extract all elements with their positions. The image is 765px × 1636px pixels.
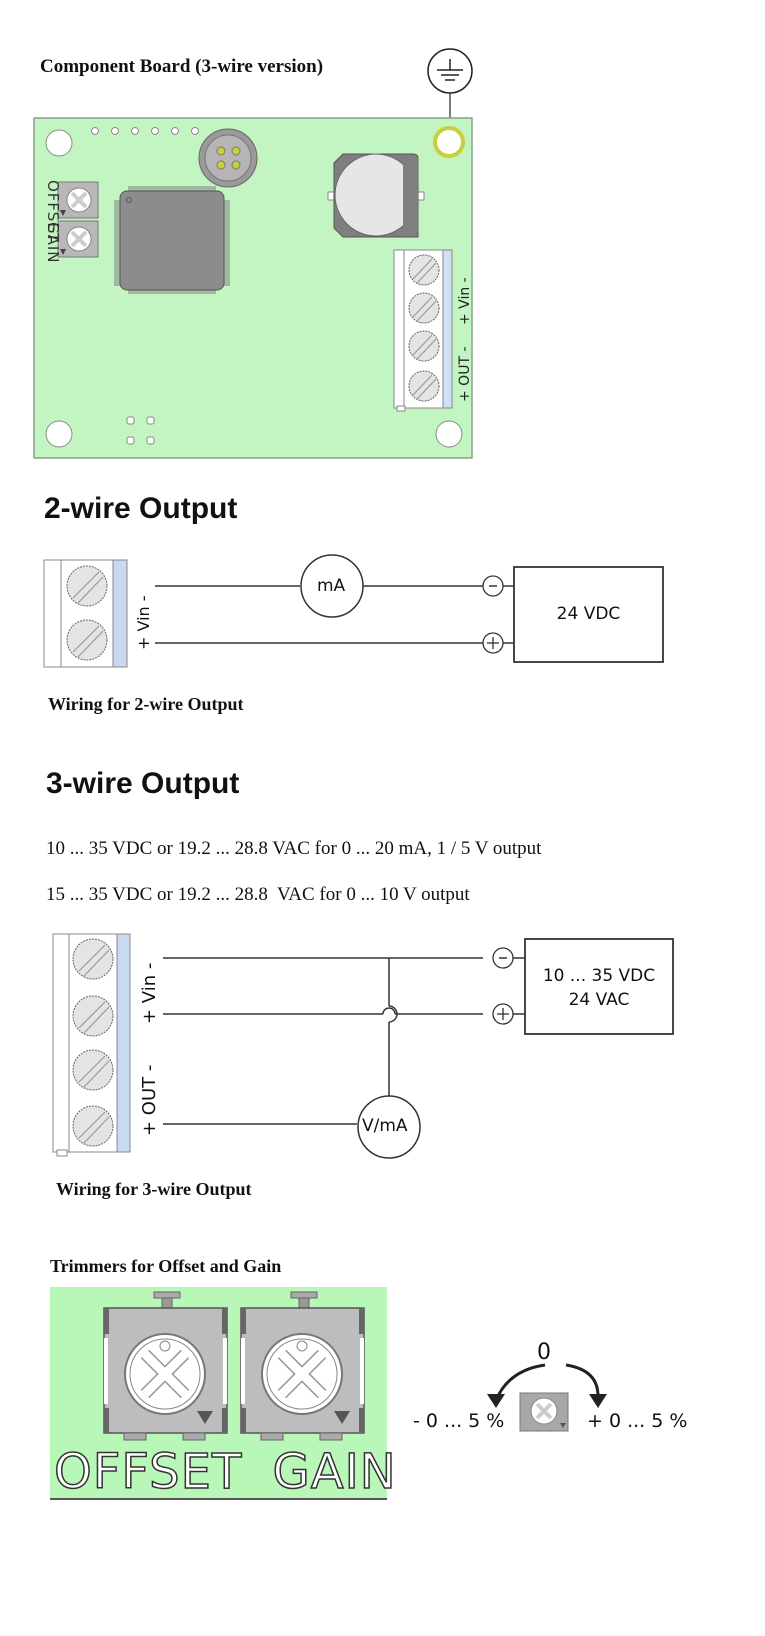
two-wire-diagram bbox=[43, 554, 664, 668]
board-label-out: + OUT - bbox=[457, 346, 473, 402]
two-wire-heading: 2-wire Output bbox=[44, 492, 238, 525]
three-wire-heading: 3-wire Output bbox=[46, 767, 240, 800]
rotate-left-arrow bbox=[495, 1363, 546, 1399]
spec-line-1: 10 ... 35 VDC or 19.2 ... 28.8 VAC for 0… bbox=[46, 838, 542, 859]
offset-trimmer bbox=[103, 1291, 228, 1441]
round-connector bbox=[198, 128, 258, 188]
via-holes-bottom bbox=[126, 416, 155, 445]
adjust-center-label: 0 bbox=[537, 1340, 551, 1365]
mounting-hole bbox=[45, 420, 73, 448]
offset-trimmer-small bbox=[57, 181, 99, 219]
adjust-left-label: - 0 ... 5 % bbox=[413, 1410, 505, 1432]
spec-line-2: 15 ... 35 VDC or 19.2 ... 28.8 VAC for 0… bbox=[46, 884, 470, 905]
mounting-hole bbox=[45, 129, 73, 157]
adjust-right-label: + 0 ... 5 % bbox=[587, 1410, 688, 1432]
three-wire-supply-label: 10 ... 35 VDC 24 VAC bbox=[525, 964, 673, 1012]
trimmer-label-gain: GAIN bbox=[272, 1443, 397, 1501]
voltmeter-label: V/mA bbox=[362, 1116, 408, 1136]
gain-trimmer bbox=[240, 1291, 365, 1441]
board-label-vin: + Vin - bbox=[457, 277, 473, 325]
voltmeter-symbol bbox=[357, 1095, 421, 1159]
small-trimmer-icon bbox=[519, 1392, 569, 1432]
power-supply-box bbox=[513, 566, 664, 663]
three-wire-diagram bbox=[52, 933, 674, 1159]
two-wire-caption: Wiring for 2-wire Output bbox=[48, 694, 244, 714]
via-holes-top bbox=[91, 127, 199, 135]
three-wire-label-out: + OUT - bbox=[139, 1064, 160, 1136]
mounting-hole bbox=[435, 420, 463, 448]
two-wire-terminal-block bbox=[43, 559, 128, 668]
three-wire-label-vin: + Vin - bbox=[139, 962, 160, 1024]
earth-ground-icon bbox=[427, 48, 473, 94]
trimmers-caption: Trimmers for Offset and Gain bbox=[50, 1256, 282, 1276]
three-wire-terminal-block bbox=[52, 933, 131, 1157]
ammeter-label: mA bbox=[317, 576, 346, 596]
component-board-title: Component Board (3-wire version) bbox=[40, 56, 324, 77]
rotate-right-arrow bbox=[565, 1363, 600, 1397]
ground-mounting-hole bbox=[433, 126, 465, 158]
capacitor bbox=[327, 153, 425, 238]
two-wire-supply-label: 24 VDC bbox=[556, 604, 621, 624]
gain-trimmer-small bbox=[57, 220, 99, 258]
three-wire-caption: Wiring for 3-wire Output bbox=[56, 1179, 252, 1199]
trimmers-diagram bbox=[50, 1287, 607, 1500]
board-terminal-block bbox=[393, 249, 453, 412]
supply-line-2: 24 VAC bbox=[568, 990, 630, 1010]
power-supply-box bbox=[524, 938, 674, 1035]
microcontroller-chip bbox=[114, 186, 230, 294]
supply-line-1: 10 ... 35 VDC bbox=[542, 966, 656, 986]
component-board-diagram bbox=[33, 48, 473, 459]
two-wire-terminal-label: + Vin - bbox=[134, 595, 153, 650]
trimmer-label-offset: OFFSET bbox=[53, 1443, 243, 1501]
board-label-gain: GAIN bbox=[44, 222, 62, 264]
